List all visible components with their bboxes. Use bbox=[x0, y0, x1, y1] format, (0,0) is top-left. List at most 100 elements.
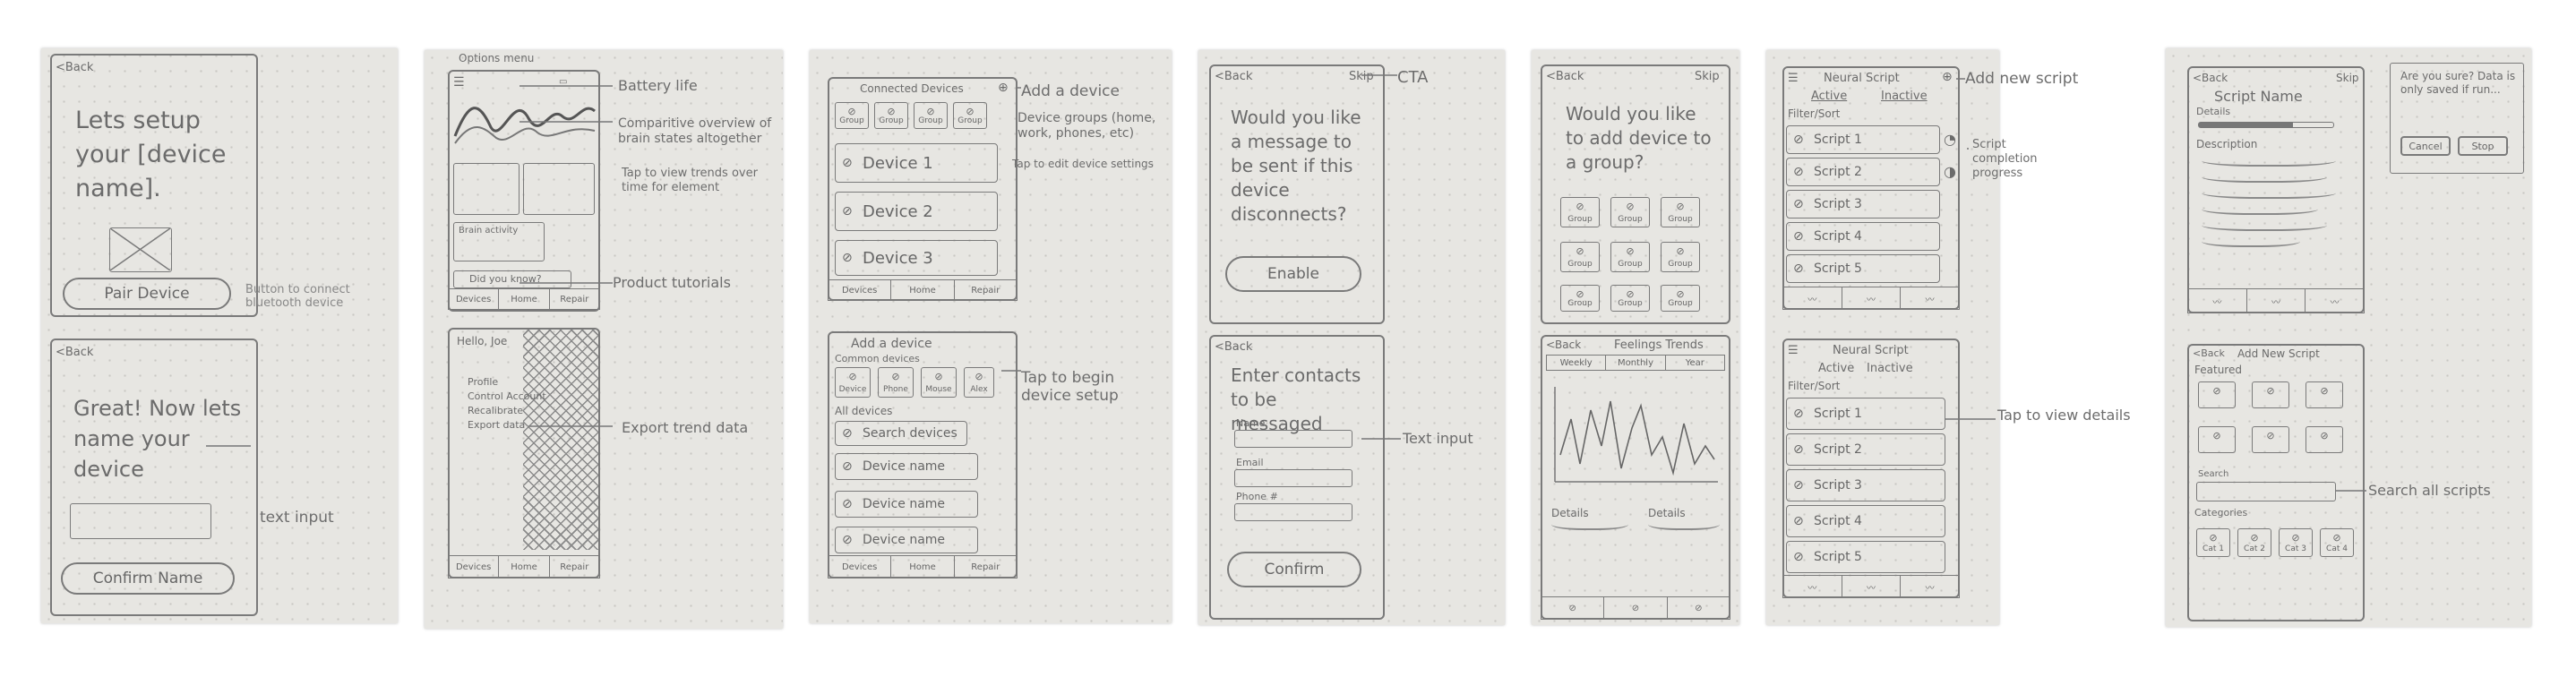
tab-home-4[interactable]: Home bbox=[891, 556, 955, 578]
tab-repair-3[interactable]: Repair bbox=[971, 285, 1000, 296]
stop-button[interactable]: Stop bbox=[2458, 136, 2508, 156]
add-script-icon[interactable]: ⊕ bbox=[1942, 70, 1953, 84]
featured-tile-2[interactable] bbox=[2252, 381, 2289, 408]
tab-a-6[interactable]: 〰 bbox=[1783, 287, 1842, 309]
script2-row-5[interactable]: Script 5 bbox=[1786, 541, 1945, 573]
group-tile-3[interactable]: Group bbox=[1661, 197, 1700, 227]
tab-c-5[interactable]: ⊘ bbox=[1695, 603, 1703, 613]
back-link-5[interactable]: <Back bbox=[1546, 70, 1584, 83]
common-device-4[interactable]: Alex bbox=[964, 367, 994, 398]
device-name-row-1[interactable]: Device name bbox=[835, 453, 978, 480]
group-chip-2[interactable]: Group bbox=[874, 102, 908, 129]
back-link-4b[interactable]: <Back bbox=[1215, 340, 1253, 354]
category-tile-3[interactable]: Cat 3 bbox=[2279, 528, 2313, 557]
group-chip-4[interactable]: Group bbox=[953, 102, 987, 129]
brain-activity-card[interactable] bbox=[453, 222, 545, 261]
group-tile-1[interactable]: Group bbox=[1560, 197, 1600, 227]
skip-link[interactable]: Skip bbox=[1349, 70, 1374, 83]
did-you-know-card[interactable] bbox=[453, 270, 571, 288]
back-link-5b[interactable]: <Back bbox=[1546, 338, 1582, 351]
seg-weekly[interactable]: Weekly bbox=[1547, 356, 1607, 370]
tab-b-7[interactable]: 〰 bbox=[2247, 289, 2306, 313]
skip-link-7[interactable]: Skip bbox=[2336, 72, 2359, 84]
featured-tile-5[interactable] bbox=[2252, 426, 2289, 453]
category-tile-1[interactable]: Cat 1 bbox=[2196, 528, 2230, 557]
back-link-2[interactable]: <Back bbox=[56, 346, 94, 359]
tab-home-3[interactable]: Home bbox=[891, 280, 955, 300]
featured-tile-4[interactable] bbox=[2198, 426, 2236, 453]
group-chip-3[interactable]: Group bbox=[914, 102, 948, 129]
tab-b-6b[interactable]: 〰 bbox=[1842, 576, 1902, 597]
tab-a-5[interactable]: ⊘ bbox=[1541, 597, 1605, 619]
tab-inactive-2[interactable]: Inactive bbox=[1867, 362, 1913, 375]
filter-sort-2[interactable]: Filter/Sort bbox=[1788, 380, 1841, 392]
back-link[interactable]: <Back bbox=[56, 61, 94, 74]
tab-devices-2[interactable]: Devices bbox=[449, 556, 500, 578]
script2-row-4[interactable]: Script 4 bbox=[1786, 505, 1945, 537]
menu-item-profile[interactable]: Profile bbox=[468, 376, 499, 388]
filter-sort[interactable]: Filter/Sort bbox=[1788, 107, 1841, 120]
tab-inactive[interactable]: Inactive bbox=[1881, 90, 1928, 103]
script-row-2[interactable]: Script 2 bbox=[1786, 158, 1940, 186]
confirm-button[interactable]: Confirm bbox=[1227, 552, 1361, 587]
tab-home[interactable]: Home bbox=[499, 289, 550, 309]
device-name-input[interactable] bbox=[70, 503, 211, 539]
group-tile-7[interactable]: Group bbox=[1560, 285, 1600, 312]
tab-b-6[interactable]: 〰 bbox=[1842, 287, 1902, 309]
trend-card-2[interactable] bbox=[523, 163, 595, 215]
feelings-line-chart[interactable] bbox=[1551, 383, 1722, 491]
tab-a-6b[interactable]: 〰 bbox=[1783, 576, 1842, 597]
brain-wave-chart[interactable] bbox=[451, 91, 598, 154]
tab-a-7[interactable]: 〰 bbox=[2188, 289, 2247, 313]
name-field[interactable] bbox=[1234, 430, 1352, 448]
tab-home-2[interactable]: Home bbox=[499, 556, 550, 578]
tab-c-7[interactable]: 〰 bbox=[2330, 297, 2340, 308]
script2-row-3[interactable]: Script 3 bbox=[1786, 469, 1945, 501]
pair-device-button[interactable]: Pair Device bbox=[63, 278, 231, 310]
common-device-3[interactable]: Mouse bbox=[921, 367, 957, 398]
tab-b-5[interactable]: ⊘ bbox=[1604, 597, 1668, 619]
group-tile-4[interactable]: Group bbox=[1560, 242, 1600, 272]
script-row-3[interactable]: Script 3 bbox=[1786, 190, 1940, 219]
cancel-button[interactable]: Cancel bbox=[2400, 136, 2451, 156]
search-scripts-input[interactable] bbox=[2196, 482, 2336, 501]
menu-icon[interactable]: ☰ bbox=[453, 75, 465, 90]
back-link-7b[interactable]: <Back bbox=[2193, 347, 2225, 359]
skip-link-5[interactable]: Skip bbox=[1695, 70, 1720, 83]
script-row-4[interactable]: Script 4 bbox=[1786, 222, 1940, 251]
add-device-icon[interactable]: ⊕ bbox=[998, 81, 1009, 95]
search-devices-input[interactable]: Search devices bbox=[835, 421, 967, 446]
script2-row-2[interactable]: Script 2 bbox=[1786, 433, 1945, 466]
tab-c-6b[interactable]: 〰 bbox=[1925, 583, 1935, 594]
seg-monthly[interactable]: Monthly bbox=[1606, 356, 1666, 370]
group-tile-8[interactable]: Group bbox=[1610, 285, 1650, 312]
common-device-2[interactable]: Phone bbox=[878, 367, 914, 398]
confirm-name-button[interactable]: Confirm Name bbox=[61, 562, 235, 595]
group-tile-6[interactable]: Group bbox=[1661, 242, 1700, 272]
email-field[interactable] bbox=[1234, 469, 1352, 487]
device-row-3[interactable]: Device 3 bbox=[835, 240, 998, 276]
script2-row-1[interactable]: Script 1 bbox=[1786, 398, 1945, 430]
device-name-row-2[interactable]: Device name bbox=[835, 491, 978, 518]
menu-item-recalibrate[interactable]: Recalibrate bbox=[468, 405, 524, 416]
tab-active-2[interactable]: Active bbox=[1818, 362, 1855, 375]
featured-tile-1[interactable] bbox=[2198, 381, 2236, 408]
back-link-4[interactable]: <Back bbox=[1215, 70, 1253, 83]
menu-icon-6[interactable]: ☰ bbox=[1788, 72, 1799, 85]
category-tile-4[interactable]: Cat 4 bbox=[2320, 528, 2354, 557]
enable-button[interactable]: Enable bbox=[1225, 256, 1361, 292]
tab-devices-4[interactable]: Devices bbox=[829, 556, 892, 578]
trend-card-1[interactable] bbox=[453, 163, 519, 215]
group-chip-1[interactable]: Group bbox=[835, 102, 869, 129]
tab-devices-3[interactable]: Devices bbox=[829, 280, 892, 300]
back-link-7[interactable]: <Back bbox=[2193, 72, 2228, 84]
category-tile-2[interactable]: Cat 2 bbox=[2237, 528, 2271, 557]
tab-repair-4[interactable]: Repair bbox=[971, 561, 1000, 572]
menu-item-control[interactable]: Control Account bbox=[468, 390, 546, 402]
common-device-1[interactable]: Device bbox=[835, 367, 871, 398]
tab-c-6[interactable]: 〰 bbox=[1925, 295, 1935, 305]
device-name-row-3[interactable]: Device name bbox=[835, 527, 978, 553]
group-tile-2[interactable]: Group bbox=[1610, 197, 1650, 227]
phone-field[interactable] bbox=[1234, 503, 1352, 521]
tab-repair-2[interactable]: Repair bbox=[560, 561, 589, 572]
